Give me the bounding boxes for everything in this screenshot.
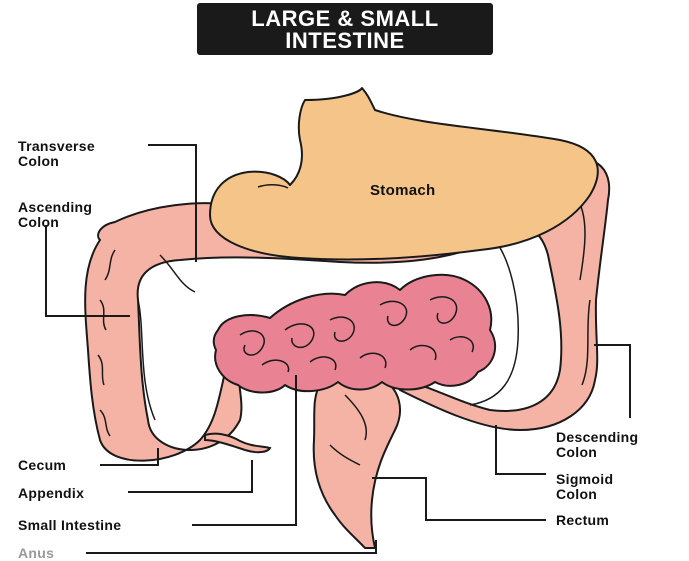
label-small-intestine: Small Intestine <box>18 518 121 533</box>
leader-anus <box>86 540 376 553</box>
label-rectum: Rectum <box>556 513 609 528</box>
label-ascending-colon: Ascending Colon <box>18 200 92 230</box>
label-descending-colon: Descending Colon <box>556 430 638 460</box>
label-ascending-colon-line2: Colon <box>18 215 92 230</box>
label-sigmoid-colon-line2: Colon <box>556 487 613 502</box>
label-sigmoid-colon: Sigmoid Colon <box>556 472 613 502</box>
small-intestine-shape <box>214 275 495 393</box>
label-descending-colon-line2: Colon <box>556 445 638 460</box>
leader-rectum <box>372 478 546 520</box>
leader-sigmoid <box>496 425 546 474</box>
label-anus: Anus <box>18 546 54 561</box>
label-sigmoid-colon-line1: Sigmoid <box>556 472 613 487</box>
label-cecum: Cecum <box>18 458 66 473</box>
label-appendix: Appendix <box>18 486 84 501</box>
leader-descending <box>594 345 630 418</box>
label-transverse-colon-line1: Transverse <box>18 139 95 154</box>
stomach-shape <box>210 88 598 260</box>
label-descending-colon-line1: Descending <box>556 430 638 445</box>
label-ascending-colon-line1: Ascending <box>18 200 92 215</box>
label-stomach: Stomach <box>370 183 435 198</box>
label-transverse-colon-line2: Colon <box>18 154 95 169</box>
label-transverse-colon: Transverse Colon <box>18 139 95 169</box>
